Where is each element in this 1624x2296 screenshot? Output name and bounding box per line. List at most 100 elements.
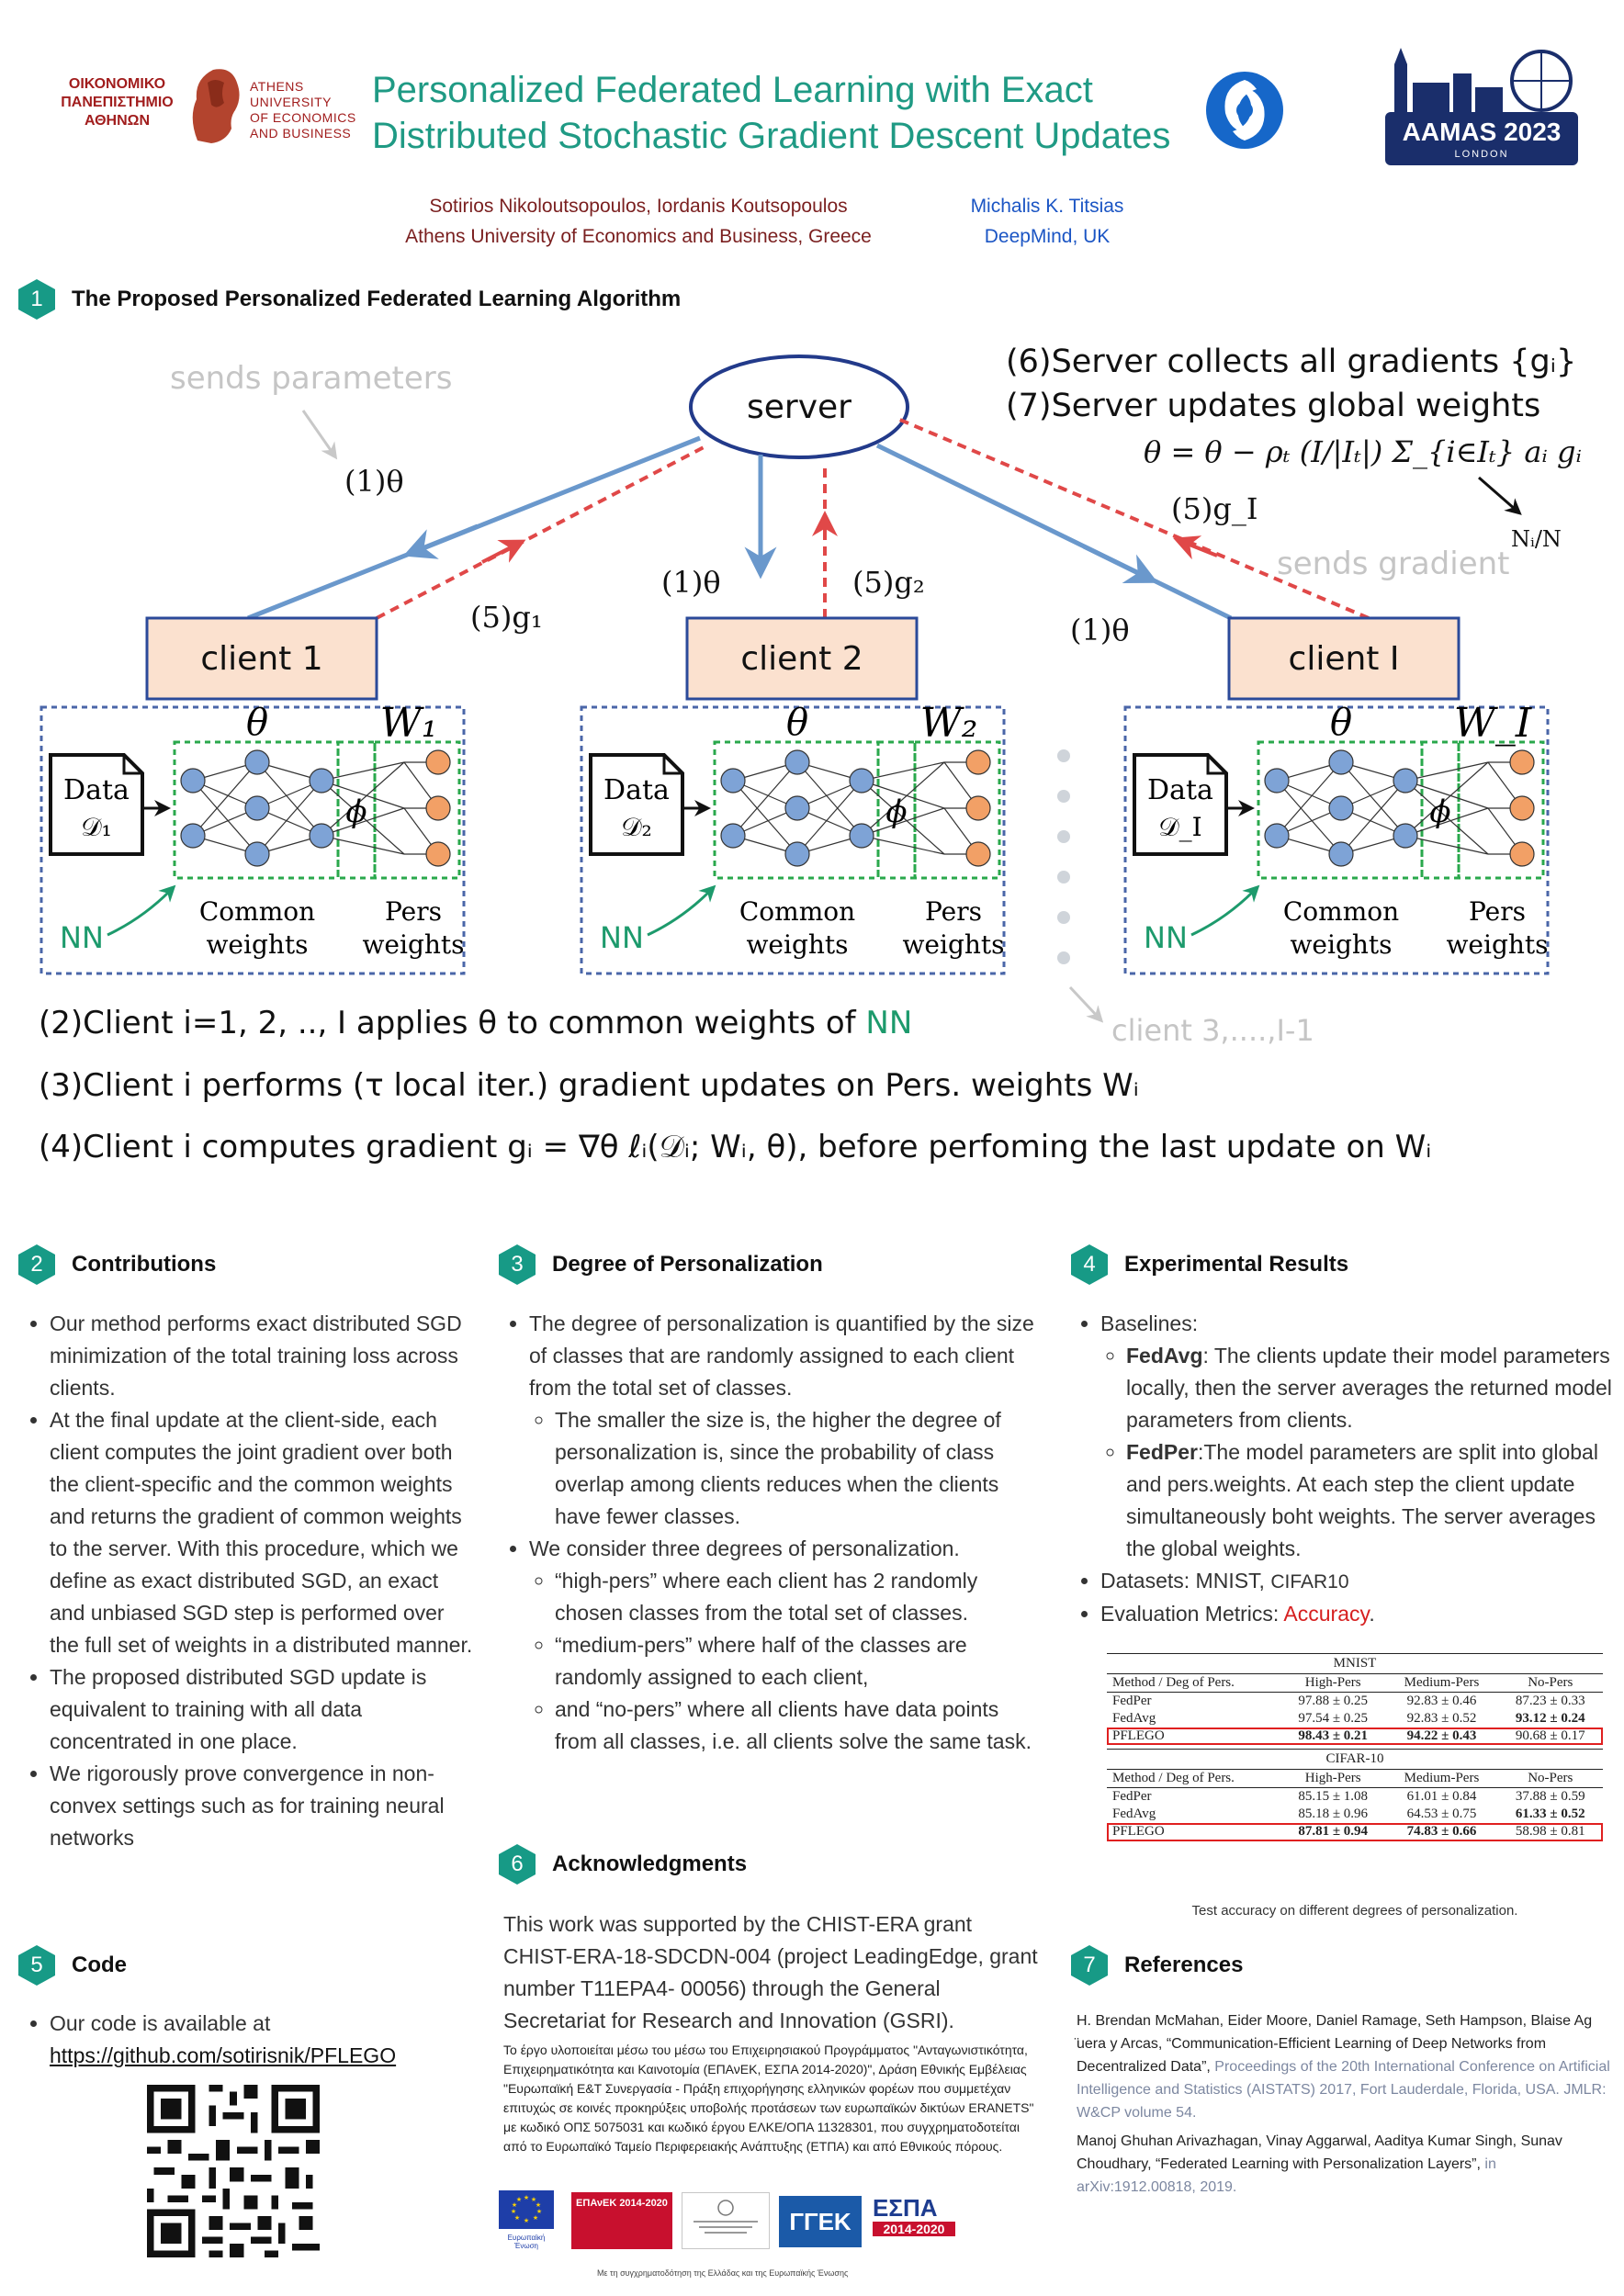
section5-header: 5 Code <box>18 1945 127 1986</box>
svg-text:★: ★ <box>524 2194 529 2201</box>
client2-theta: θ <box>786 702 808 744</box>
ni-over-n-label: Nᵢ/N <box>1511 526 1562 552</box>
contribution-item: At the final update at the client-side, … <box>50 1404 474 1661</box>
results-table: MNIST Method / Deg of Pers. High-Pers Me… <box>1107 1653 1603 1841</box>
client1-w: W₁ <box>380 700 438 747</box>
svg-text:★: ★ <box>536 2208 542 2215</box>
sends-parameters-arrow <box>301 410 338 460</box>
table-cell: 61.01 ± 0.84 <box>1406 1789 1477 1804</box>
espa-logo-years: 2014-2020 <box>873 2222 955 2236</box>
epanek-logo: ΕΠΑνΕΚ 2014-2020 <box>571 2192 672 2249</box>
ref1-main: H. Brendan McMahan, Eider Moore, Daniel … <box>1077 2013 1593 2075</box>
client2-data-label: Data <box>603 774 670 806</box>
table-cell: FedPer <box>1112 1789 1152 1804</box>
funding-logos: ★★★★ ★★★★ ★★ Ευρωπαϊκή Ένωση ΕΠΑνΕΚ 2014… <box>487 2190 1047 2282</box>
table-cell: 61.33 ± 0.52 <box>1515 1806 1585 1821</box>
section2-header: 2 Contributions <box>18 1244 216 1285</box>
affiliation-deepmind: DeepMind, UK <box>984 226 1111 247</box>
ministry-logo <box>682 2192 770 2249</box>
sends-parameters-label: sends parameters <box>170 360 453 397</box>
svg-text:★: ★ <box>536 2201 541 2209</box>
aueb-en-line2: OF ECONOMICS <box>250 110 356 125</box>
table-row: FedAvg 85.18 ± 0.96 64.53 ± 0.75 61.33 ±… <box>1107 1806 1603 1823</box>
clientI-pers-label-1: Pers <box>1469 896 1526 927</box>
aueb-greek-line3: ΑΘΗΝΩΝ <box>84 113 151 129</box>
pers-item-1: The degree of personalization is quantif… <box>529 1311 1034 1400</box>
cifar-table: Method / Deg of Pers. High-Pers Medium-P… <box>1107 1770 1603 1841</box>
authors-deepmind: Michalis K. Titsias <box>970 196 1124 217</box>
eu-logo-text: Ευρωπαϊκή Ένωση <box>507 2234 546 2250</box>
contribution-item: Our method performs exact distributed SG… <box>50 1308 474 1404</box>
aamas-label: AAMAS 2023 <box>1402 118 1562 146</box>
table-header: Method / Deg of Pers. <box>1112 1675 1235 1690</box>
client1-common-label-1: Common <box>199 896 315 927</box>
grad-arrow-clientI <box>895 416 1370 620</box>
table-row: FedPer 97.88 ± 0.25 92.83 ± 0.46 87.23 ±… <box>1107 1693 1603 1711</box>
aamas-city: LONDON <box>1454 149 1509 160</box>
clientI-panel: Data 𝒟_I ϕ θ W_I NN Common weights Pers … <box>1123 700 1550 975</box>
client1-common-label-2: weights <box>206 929 308 960</box>
london-skyline-icon <box>1394 48 1573 119</box>
section1-header: 1 The Proposed Personalized Federated Le… <box>18 279 681 320</box>
table-cell: PFLEGO <box>1112 1728 1165 1743</box>
grad-arrow-client1 <box>376 444 708 620</box>
aueb-en-line3: AND BUSINESS <box>250 126 352 141</box>
fedper-desc: :The model parameters are split into glo… <box>1126 1440 1598 1560</box>
athena-head-icon <box>192 69 240 143</box>
table-header: High-Pers <box>1304 1675 1361 1690</box>
table-caption: Test accuracy on different degrees of pe… <box>1191 1903 1518 1919</box>
cifar-title: CIFAR-10 <box>1107 1749 1603 1770</box>
table-header: Method / Deg of Pers. <box>1112 1771 1235 1785</box>
references-list: H. Brendan McMahan, Eider Moore, Daniel … <box>1077 2009 1614 2199</box>
github-link[interactable]: https://github.com/sotirisnik/PFLEGO <box>50 2043 397 2067</box>
step6-text: (6)Server collects all gradients {gᵢ} <box>1006 343 1576 380</box>
client-3-arrow <box>1068 985 1104 1023</box>
clientI-phi: ϕ <box>1429 793 1450 830</box>
theta-label-mid: (1)θ <box>661 565 721 600</box>
gI-label: (5)g_I <box>1171 491 1257 526</box>
section6-title: Acknowledgments <box>552 1851 748 1876</box>
g1-label: (5)g₁ <box>470 600 543 635</box>
contributions-list: Our method performs exact distributed SG… <box>24 1308 474 1854</box>
table-cell: 93.12 ± 0.24 <box>1515 1711 1585 1726</box>
section6-header: 6 Acknowledgments <box>499 1844 747 1885</box>
table-row: FedPer 85.15 ± 1.08 61.01 ± 0.84 37.88 ±… <box>1107 1788 1603 1806</box>
aueb-en-line1: ATHENS UNIVERSITY <box>250 79 333 109</box>
table-cell: 92.83 ± 0.52 <box>1406 1711 1477 1726</box>
clientI-nn: NN <box>1144 920 1188 955</box>
table-row: FedAvg 97.54 ± 0.25 92.83 ± 0.52 93.12 ±… <box>1107 1710 1603 1728</box>
client1-network-icon <box>180 749 451 867</box>
ref1-venue: Proceedings of the 20th International Co… <box>1077 2059 1610 2121</box>
table-cell: 87.23 ± 0.33 <box>1515 1694 1585 1708</box>
table-cell: 85.15 ± 1.08 <box>1298 1789 1369 1804</box>
table-header: Medium-Pers <box>1404 1675 1480 1690</box>
svg-text:★: ★ <box>512 2201 517 2209</box>
aamas-logo: AAMAS 2023 LONDON <box>1385 46 1578 165</box>
svg-text:★: ★ <box>516 2196 522 2203</box>
table-header: No-Pers <box>1528 1675 1573 1690</box>
deepmind-logo-icon <box>1206 72 1283 149</box>
client2-label: client 2 <box>740 640 863 678</box>
table-header: High-Pers <box>1304 1771 1361 1785</box>
client1-data-label: Data <box>63 774 130 806</box>
datasets-cifar: CIFAR10 <box>1270 1571 1349 1593</box>
clientI-common-label-1: Common <box>1283 896 1399 927</box>
client2-common-label-2: weights <box>746 929 848 960</box>
reference-item: H. Brendan McMahan, Eider Moore, Daniel … <box>1077 2009 1614 2124</box>
section5-number: 5 <box>18 1945 55 1986</box>
table-cell: 98.43 ± 0.21 <box>1298 1728 1369 1743</box>
table-cell: 37.88 ± 0.59 <box>1515 1789 1585 1804</box>
svg-text:★: ★ <box>531 2196 536 2203</box>
title-line1: Personalized Federated Learning with Exa… <box>372 70 1093 110</box>
experiments-list: Baselines: FedAvg: The clients update th… <box>1075 1308 1617 1630</box>
fedavg-desc: : The clients update their model paramet… <box>1126 1344 1612 1432</box>
acknowledgments-greek: Το έργο υλοποιείται μέσω του μέσω του Επ… <box>503 2043 1034 2154</box>
client1-pers-label-2: weights <box>362 929 464 960</box>
client1-nn: NN <box>60 920 104 955</box>
table-cell: PFLEGO <box>1112 1824 1165 1839</box>
aueb-greek-line2: ΠΑΝΕΠΙΣΤΗΜΙΟ <box>61 95 174 110</box>
table-cell: FedAvg <box>1112 1806 1156 1821</box>
clientI-w: W_I <box>1454 700 1533 747</box>
client2-network-icon <box>720 749 991 867</box>
algorithm-diagram: server sends parameters sends gradient (… <box>39 343 1582 1165</box>
